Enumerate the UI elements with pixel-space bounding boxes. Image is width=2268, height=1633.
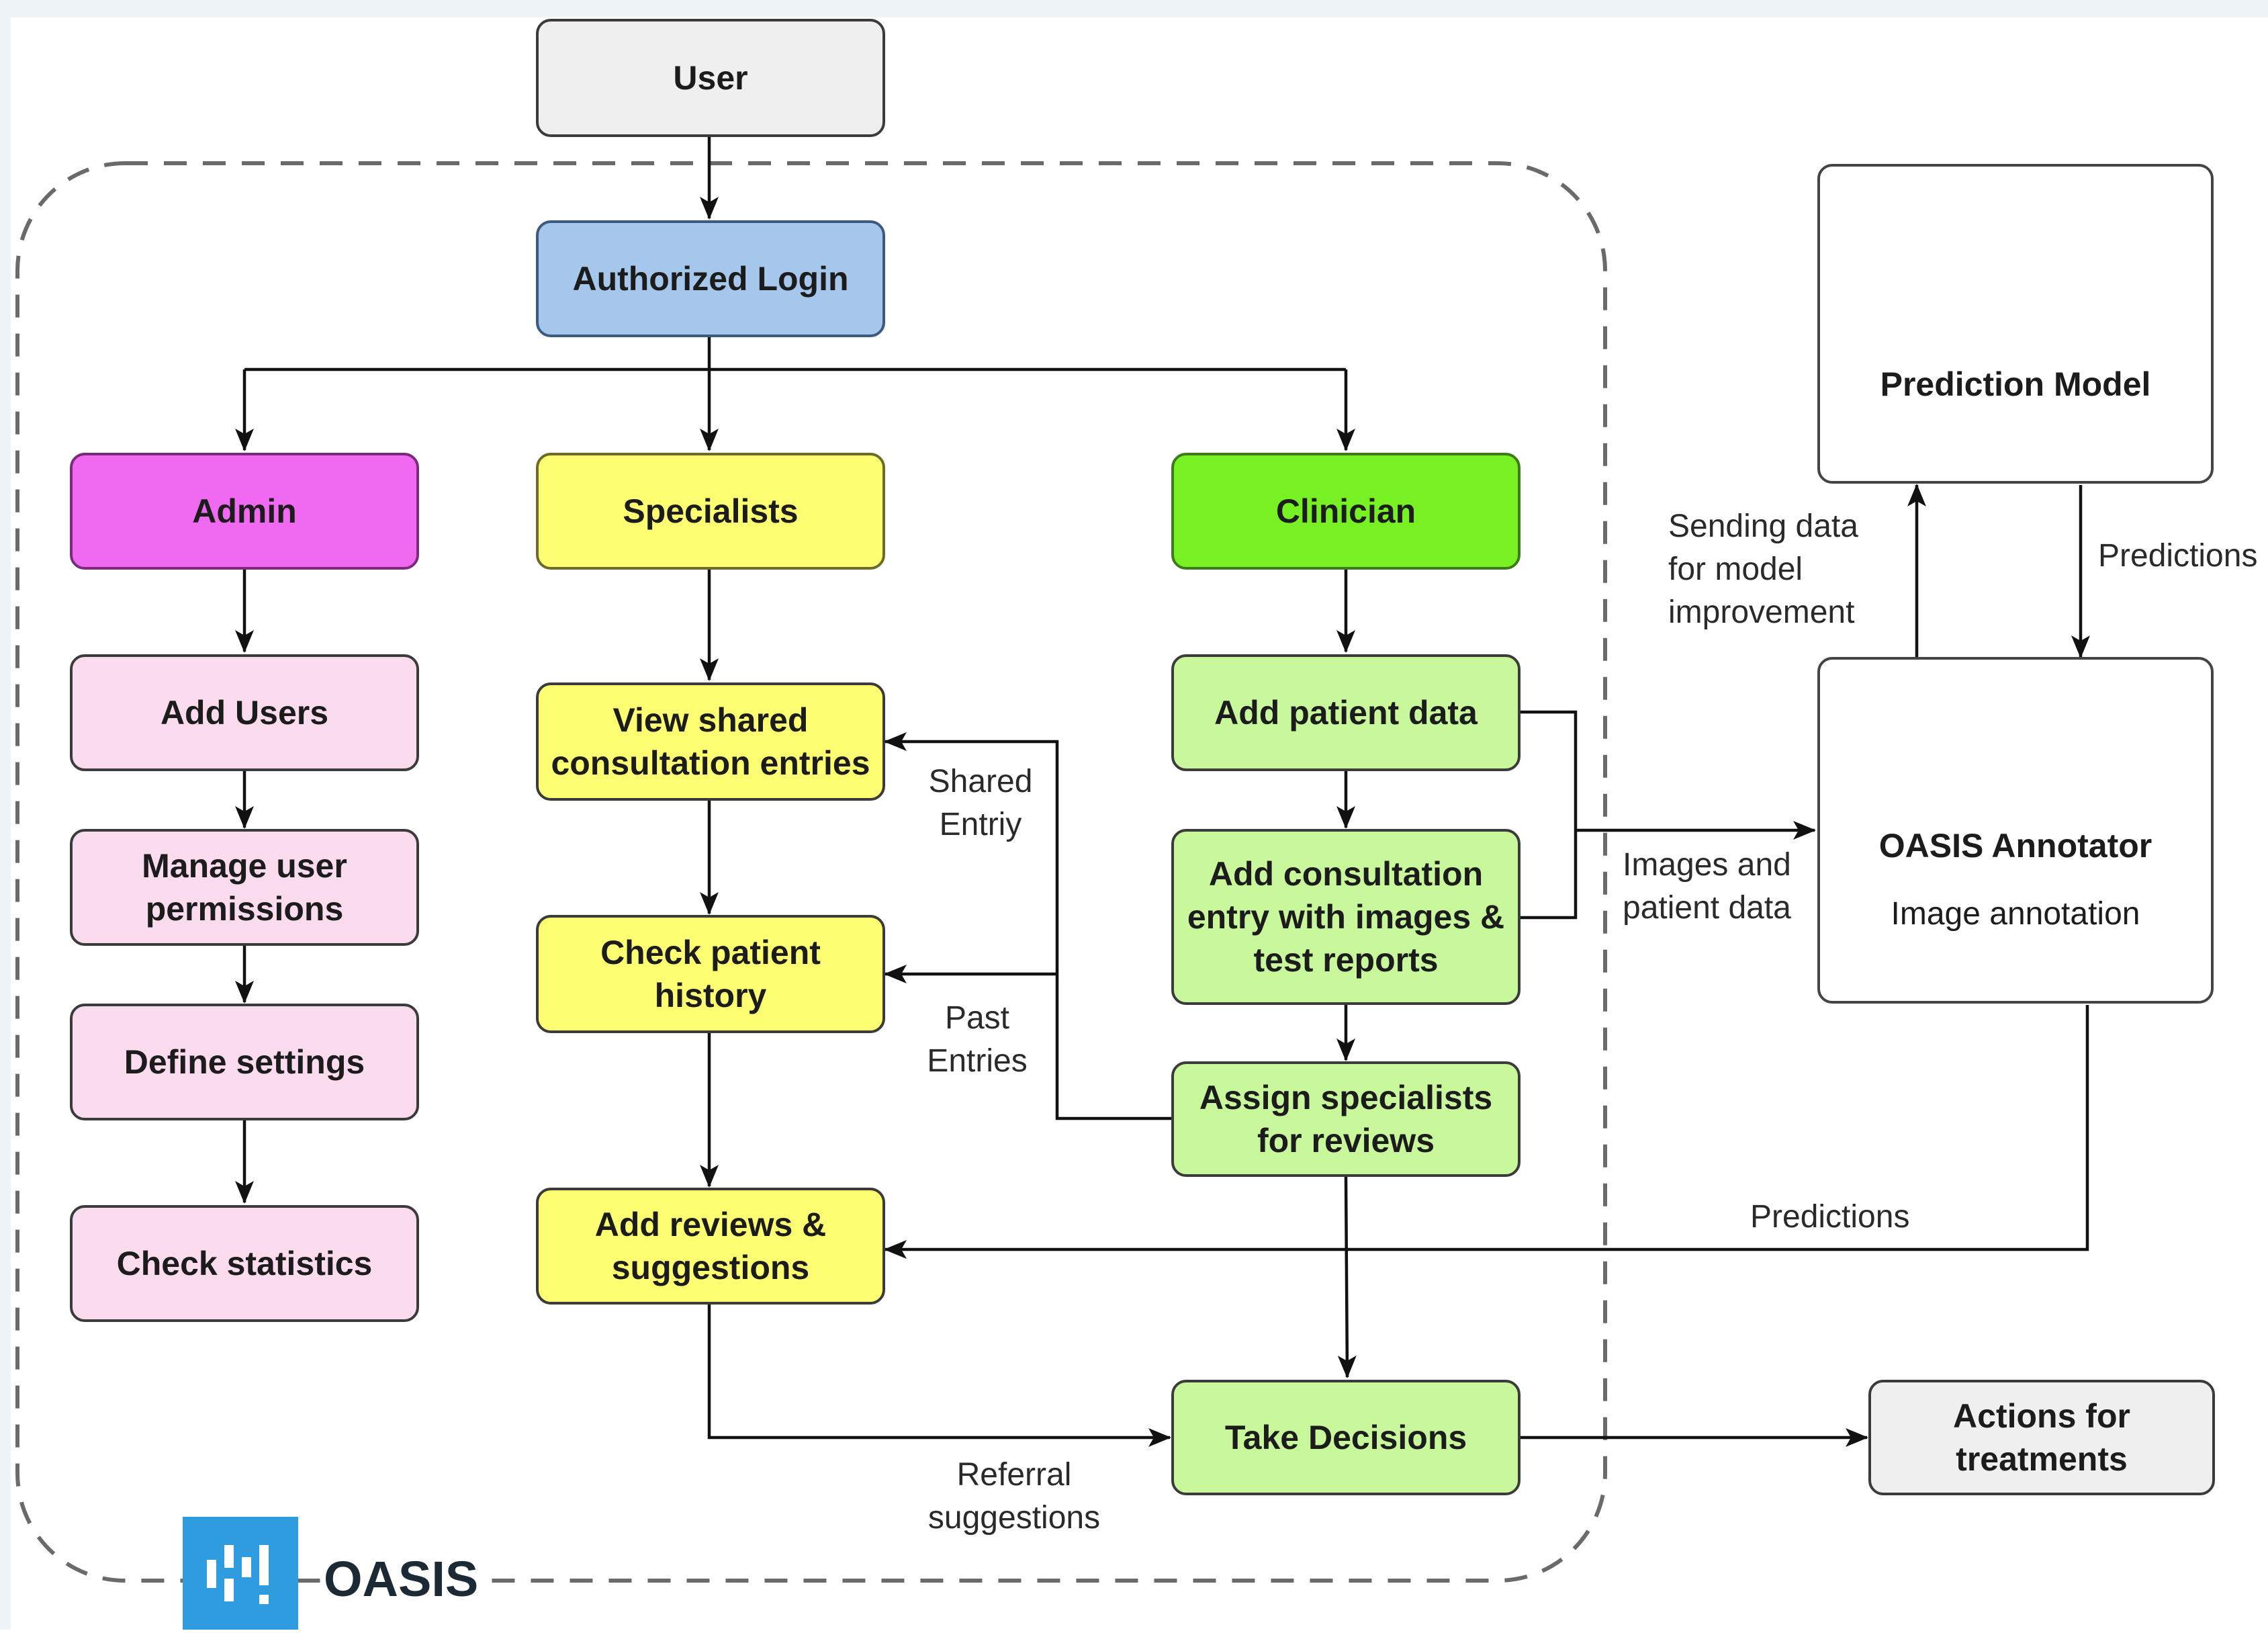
edge-predictions-reviews (884, 1005, 2089, 1259)
annotator-subtitle: Image annotation (1891, 896, 2140, 932)
oasis-system-boundary (15, 161, 1607, 1583)
node-take-decisions[interactable]: Take Decisions (1171, 1380, 1521, 1495)
node-actions-label: Actions for treatments (1953, 1397, 2130, 1478)
annotator-title: OASIS Annotator (1878, 827, 2152, 865)
edge-assign-shared (884, 732, 1171, 1120)
node-assign-specialists[interactable]: Assign specialists for reviews (1171, 1061, 1521, 1177)
node-prediction-model[interactable]: Prediction Model (1817, 164, 2214, 484)
oasis-brand-name: OASIS (321, 1549, 491, 1609)
node-view-shared-label: View shared consultation entries (551, 701, 870, 782)
node-user[interactable]: User (536, 19, 885, 137)
label-past-entries: Past Entries (927, 1000, 1028, 1079)
node-define-settings[interactable]: Define settings (70, 1004, 419, 1120)
node-take-decisions-label: Take Decisions (1224, 1419, 1467, 1456)
label-shared-entry: Shared Entriy (928, 764, 1033, 842)
node-admin-label: Admin (192, 492, 297, 530)
label-referral-suggestions: Referral suggestions (927, 1457, 1101, 1536)
node-check-history-label: Check patient history (600, 934, 821, 1014)
node-clinician[interactable]: Clinician (1171, 453, 1521, 570)
oasis-logo-icon (207, 1545, 269, 1604)
node-actions-treatments[interactable]: Actions for treatments (1868, 1380, 2215, 1495)
edge-data-annotator (1521, 710, 1815, 920)
node-manage-permissions-label: Manage user permissions (142, 847, 347, 928)
edge-assign-decisions (1337, 1176, 1357, 1378)
edge-reviews-decisions (707, 1303, 1171, 1447)
oasis-logo-mark (183, 1517, 298, 1630)
node-clinician-label: Clinician (1275, 492, 1416, 530)
node-authorized-login[interactable]: Authorized Login (536, 220, 885, 337)
node-prediction-model-label: Prediction Model (1880, 365, 2151, 403)
label-sending-data: Sending data for model improvement (1668, 509, 1858, 630)
label-predictions-bottom: Predictions (1750, 1199, 1910, 1235)
node-oasis-annotator[interactable]: OASIS Annotator Image annotation (1817, 657, 2214, 1004)
node-login-label: Authorized Login (572, 260, 849, 298)
node-add-users-label: Add Users (160, 694, 329, 732)
node-check-patient-history[interactable]: Check patient history (536, 915, 885, 1033)
node-add-reviews[interactable]: Add reviews & suggestions (536, 1188, 885, 1305)
node-add-patient-data[interactable]: Add patient data (1171, 654, 1521, 771)
node-manage-permissions[interactable]: Manage user permissions (70, 829, 419, 946)
node-add-users[interactable]: Add Users (70, 654, 419, 771)
node-add-consultation-label: Add consultation entry with images & tes… (1187, 855, 1505, 979)
node-check-statistics[interactable]: Check statistics (70, 1205, 419, 1322)
node-add-patient-label: Add patient data (1214, 694, 1478, 732)
page-left-strip (0, 0, 11, 1630)
node-add-reviews-label: Add reviews & suggestions (594, 1206, 827, 1286)
label-predictions-right: Predictions (2098, 538, 2258, 574)
node-admin[interactable]: Admin (70, 453, 419, 570)
node-specialists-label: Specialists (623, 492, 799, 530)
node-assign-specialists-label: Assign specialists for reviews (1199, 1079, 1493, 1159)
node-check-statistics-label: Check statistics (116, 1245, 373, 1282)
node-specialists[interactable]: Specialists (536, 453, 885, 570)
node-view-shared-entries[interactable]: View shared consultation entries (536, 682, 885, 801)
node-add-consultation[interactable]: Add consultation entry with images & tes… (1171, 829, 1521, 1005)
node-define-settings-label: Define settings (124, 1043, 365, 1081)
label-images-patient-data: Images and patient data (1623, 847, 1791, 926)
node-user-label: User (673, 59, 748, 97)
page-top-strip (0, 0, 2268, 17)
